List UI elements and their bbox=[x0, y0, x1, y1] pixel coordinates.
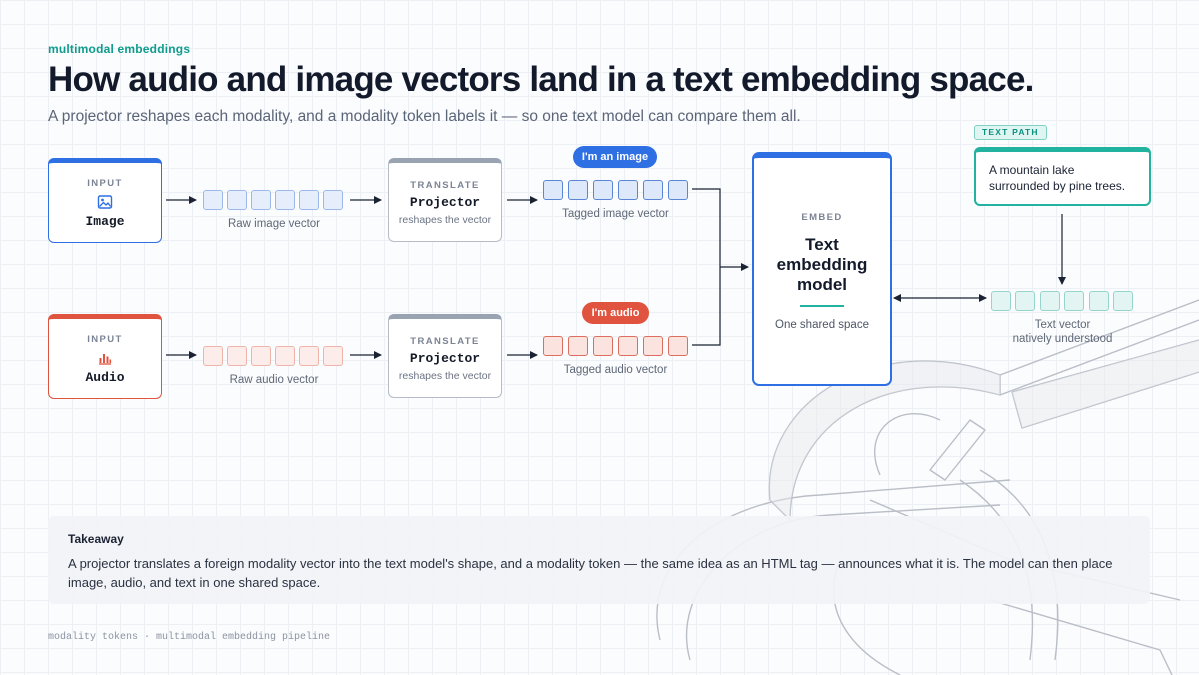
vector-cell bbox=[543, 336, 563, 356]
vector-cell bbox=[1040, 291, 1060, 311]
raw-audio-vector-label: Raw audio vector bbox=[229, 374, 319, 386]
vector-cell bbox=[1113, 291, 1133, 311]
vector-cell bbox=[227, 190, 247, 210]
vector-cell bbox=[643, 336, 663, 356]
embed-model-card: EMBED Text embedding model One shared sp… bbox=[752, 152, 892, 386]
embed-caption: EMBED bbox=[801, 212, 843, 223]
image-input-caption: INPUT bbox=[87, 178, 123, 189]
vector-cell bbox=[299, 346, 319, 366]
image-icon bbox=[49, 194, 161, 212]
vector-cell bbox=[668, 336, 688, 356]
vector-cell bbox=[593, 180, 613, 200]
vector-cell bbox=[543, 180, 563, 200]
audio-projector-card: TRANSLATE Projector reshapes the vector bbox=[388, 314, 502, 398]
audio-projector-sub: reshapes the vector bbox=[398, 370, 492, 382]
audio-input-card: INPUT Audio bbox=[48, 314, 162, 399]
audio-input-label: Audio bbox=[85, 370, 125, 385]
image-projector-title: Projector bbox=[409, 195, 481, 210]
vector-cell bbox=[643, 180, 663, 200]
text-query-card: A mountain lake surrounded by pine trees… bbox=[974, 147, 1151, 206]
vector-cell bbox=[203, 190, 223, 210]
vector-cell bbox=[568, 180, 588, 200]
page-subtitle: A projector reshapes each modality, and … bbox=[48, 108, 801, 125]
footer: modality tokens · multimodal embedding p… bbox=[48, 632, 331, 643]
text-vector-sublabel: natively understood bbox=[1012, 333, 1113, 345]
image-projector-caption: TRANSLATE bbox=[410, 180, 480, 191]
vector-cell bbox=[251, 346, 271, 366]
text-vector-label: Text vector bbox=[1034, 319, 1091, 331]
page-title: How audio and image vectors land in a te… bbox=[48, 60, 1034, 99]
eyebrow: multimodal embeddings bbox=[48, 42, 191, 56]
embed-sub: One shared space bbox=[775, 319, 869, 331]
vector-cell bbox=[1064, 291, 1084, 311]
tagged-image-vector-label: Tagged image vector bbox=[562, 208, 669, 220]
vector-cell bbox=[1015, 291, 1035, 311]
vector-cell bbox=[323, 190, 343, 210]
vector-cell bbox=[618, 180, 638, 200]
vector-cell bbox=[227, 346, 247, 366]
image-projector-sub: reshapes the vector bbox=[398, 214, 492, 226]
vector-cell bbox=[568, 336, 588, 356]
takeaway-title: Takeaway bbox=[68, 532, 124, 546]
vector-cell bbox=[1089, 291, 1109, 311]
raw-image-vector-label: Raw image vector bbox=[227, 218, 321, 230]
audio-projector-title: Projector bbox=[409, 351, 481, 366]
image-projector-card: TRANSLATE Projector reshapes the vector bbox=[388, 158, 502, 242]
takeaway-body: A projector translates a foreign modalit… bbox=[68, 556, 1113, 590]
vector-cell bbox=[203, 346, 223, 366]
vector-cell bbox=[275, 190, 295, 210]
audio-input-caption: INPUT bbox=[87, 334, 123, 345]
vector-cell bbox=[275, 346, 295, 366]
bar-chart-icon bbox=[49, 350, 161, 368]
takeaway-panel: Takeaway A projector translates a foreig… bbox=[48, 516, 1150, 604]
vector-cell bbox=[668, 180, 688, 200]
embed-title: Text embedding model bbox=[776, 235, 868, 294]
tagged-audio-vector-label: Tagged audio vector bbox=[563, 364, 668, 376]
vector-cell bbox=[299, 190, 319, 210]
image-input-label: Image bbox=[85, 214, 125, 229]
vector-cell bbox=[618, 336, 638, 356]
embed-divider bbox=[800, 305, 844, 307]
image-input-card: INPUT Image bbox=[48, 158, 162, 243]
vector-cell bbox=[593, 336, 613, 356]
text-path-tag: TEXT PATH bbox=[974, 125, 1047, 140]
vector-cell bbox=[323, 346, 343, 366]
audio-projector-caption: TRANSLATE bbox=[410, 336, 480, 347]
vector-cell bbox=[251, 190, 271, 210]
audio-modality-token: I'm audio bbox=[582, 302, 649, 324]
text-query: A mountain lake surrounded by pine trees… bbox=[989, 163, 1126, 193]
merge-bracket bbox=[692, 188, 721, 346]
image-modality-token: I'm an image bbox=[573, 146, 657, 168]
vector-cell bbox=[991, 291, 1011, 311]
